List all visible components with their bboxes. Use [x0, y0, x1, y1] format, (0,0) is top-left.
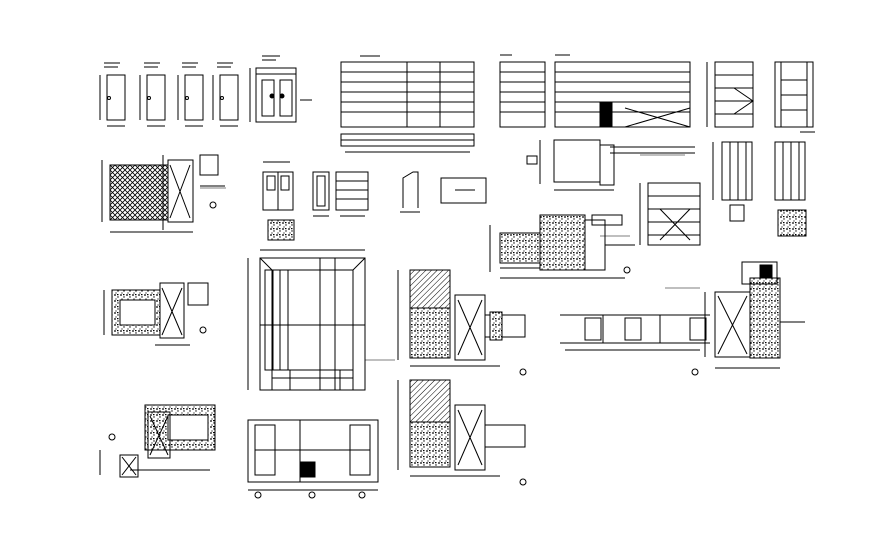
small-louver-front [335, 171, 369, 217]
large-frame-elevation [247, 249, 366, 391]
small-cabinet-elevation [639, 182, 701, 246]
tall-cabinet-elevation-1 [706, 61, 754, 128]
bracket-profile [400, 171, 420, 213]
door-jamb-section-1 [397, 269, 527, 376]
door-elevation-1 [99, 62, 126, 127]
door-elevation-2 [139, 62, 166, 127]
door-elevation-4 [212, 62, 239, 127]
vertical-board-elevation-2 [774, 141, 807, 237]
wall-section-hatched-2 [103, 282, 209, 346]
wall-section-hatched-1 [101, 154, 225, 233]
vertical-board-elevation-1 [712, 141, 753, 222]
wall-section-hatched-3 [99, 404, 216, 478]
frame-plan-bottom [247, 419, 379, 499]
double-door-elevation [249, 55, 312, 123]
louver-panel-small [499, 54, 546, 128]
wall-section-detail-mid [489, 214, 635, 279]
small-door-front [262, 161, 295, 241]
annotation-leaders [200, 154, 700, 361]
door-elevation-3 [177, 62, 204, 127]
louver-panel-wide [340, 55, 475, 153]
window-plan-upper [526, 139, 695, 191]
tall-cabinet-elevation-2 [774, 61, 815, 133]
horizontal-frame-section [560, 314, 710, 351]
plan-box [440, 177, 487, 204]
door-jamb-section-2 [397, 379, 527, 486]
small-door-side [312, 171, 330, 217]
louver-panel-with-door [554, 54, 691, 128]
wall-section-detail-right [691, 261, 805, 376]
